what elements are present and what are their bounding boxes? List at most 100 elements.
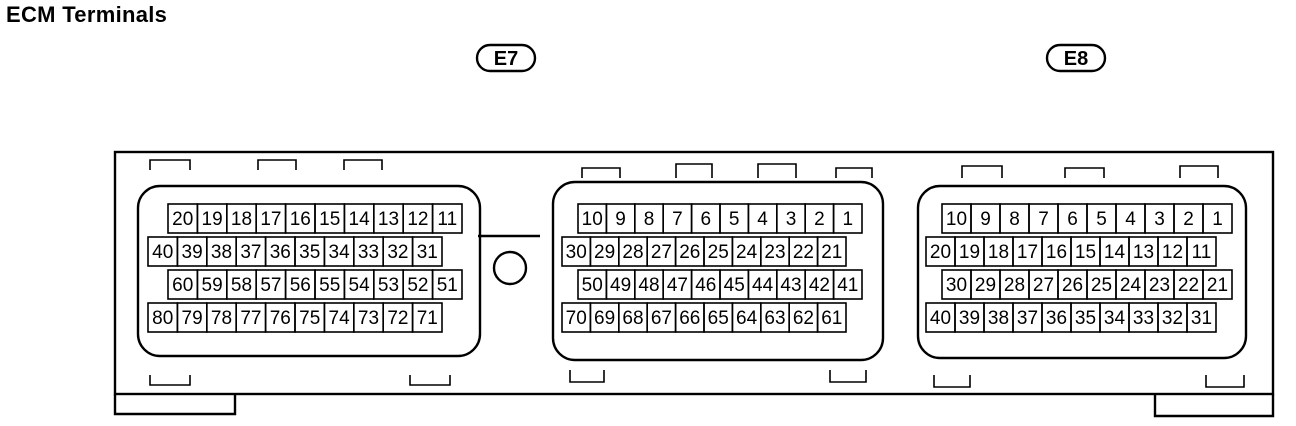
terminal-number: 3 bbox=[786, 209, 797, 230]
terminal-number: 51 bbox=[437, 275, 458, 296]
terminal-number: 20 bbox=[930, 242, 951, 263]
ecm-housing bbox=[113, 150, 1275, 418]
terminal-number: 6 bbox=[701, 209, 712, 230]
terminal-number: 15 bbox=[319, 209, 340, 230]
terminal-number: 16 bbox=[1046, 242, 1067, 263]
terminal-number: 30 bbox=[946, 275, 967, 296]
terminal-number: 12 bbox=[1162, 242, 1183, 263]
terminal-number: 53 bbox=[378, 275, 399, 296]
terminal-number: 67 bbox=[651, 308, 672, 329]
terminal-number: 16 bbox=[290, 209, 311, 230]
terminal-number: 24 bbox=[736, 242, 758, 263]
terminal-number: 4 bbox=[757, 209, 768, 230]
terminal-number: 9 bbox=[980, 209, 991, 230]
terminal-number: 45 bbox=[724, 275, 745, 296]
terminal-number: 5 bbox=[729, 209, 740, 230]
terminal-cell bbox=[411, 236, 443, 267]
terminal-number: 6 bbox=[1067, 209, 1078, 230]
terminal-number: 23 bbox=[1149, 275, 1170, 296]
terminal-number: 29 bbox=[594, 242, 615, 263]
terminal-number: 78 bbox=[211, 308, 232, 329]
terminal-number: 70 bbox=[566, 308, 587, 329]
terminal-number: 68 bbox=[622, 308, 643, 329]
terminal-number: 56 bbox=[290, 275, 311, 296]
terminal-number: 3 bbox=[1154, 209, 1165, 230]
terminal-number: 37 bbox=[240, 242, 261, 263]
terminal-number: 63 bbox=[764, 308, 785, 329]
terminal-number: 23 bbox=[764, 242, 785, 263]
terminal-number: 28 bbox=[622, 242, 643, 263]
terminal-number: 29 bbox=[975, 275, 996, 296]
terminal-number: 21 bbox=[1207, 275, 1228, 296]
terminal-number: 48 bbox=[638, 275, 659, 296]
terminal-number: 36 bbox=[1046, 308, 1067, 329]
terminal-number: 1 bbox=[1212, 209, 1223, 230]
connector-shell bbox=[916, 184, 1248, 360]
terminal-number: 46 bbox=[695, 275, 716, 296]
diagram-title: ECM Terminals bbox=[6, 2, 168, 27]
terminal-number: 76 bbox=[270, 308, 291, 329]
terminal-number: 39 bbox=[959, 308, 980, 329]
terminal-number: 30 bbox=[566, 242, 587, 263]
terminal-number: 1 bbox=[843, 209, 854, 230]
terminal-number: 35 bbox=[1075, 308, 1096, 329]
terminal-number: 59 bbox=[202, 275, 223, 296]
terminal-number: 38 bbox=[988, 308, 1009, 329]
terminal-number: 66 bbox=[679, 308, 700, 329]
terminal-number: 71 bbox=[417, 308, 438, 329]
terminal-number: 19 bbox=[202, 209, 223, 230]
terminal-number: 27 bbox=[651, 242, 672, 263]
terminal-number: 44 bbox=[752, 275, 774, 296]
label-e7: E7 bbox=[475, 43, 537, 73]
terminal-cell bbox=[1202, 203, 1233, 234]
connector-shell bbox=[551, 180, 885, 362]
terminal-number: 50 bbox=[582, 275, 603, 296]
terminal-number: 10 bbox=[946, 209, 967, 230]
terminal-number: 14 bbox=[349, 209, 371, 230]
terminal-number: 5 bbox=[1096, 209, 1107, 230]
terminal-number: 58 bbox=[231, 275, 252, 296]
terminal-number: 31 bbox=[1191, 308, 1212, 329]
terminal-number: 21 bbox=[821, 242, 842, 263]
terminal-number: 9 bbox=[615, 209, 626, 230]
terminal-number: 11 bbox=[1192, 242, 1212, 263]
terminal-number: 40 bbox=[152, 242, 173, 263]
terminal-number: 17 bbox=[1017, 242, 1038, 263]
terminal-number: 7 bbox=[1038, 209, 1049, 230]
terminal-number: 74 bbox=[329, 308, 351, 329]
terminal-number: 13 bbox=[1133, 242, 1154, 263]
mounting-hole bbox=[492, 250, 528, 286]
terminal-number: 33 bbox=[358, 242, 379, 263]
label-e8-text: E8 bbox=[1064, 48, 1088, 70]
terminal-number: 8 bbox=[1009, 209, 1020, 230]
terminal-number: 79 bbox=[182, 308, 203, 329]
terminal-cell bbox=[1186, 302, 1217, 333]
terminal-number: 32 bbox=[387, 242, 408, 263]
terminal-number: 13 bbox=[378, 209, 399, 230]
terminal-cell bbox=[431, 203, 463, 234]
terminal-number: 20 bbox=[172, 209, 193, 230]
terminal-number: 19 bbox=[959, 242, 980, 263]
terminal-number: 33 bbox=[1133, 308, 1154, 329]
terminal-number: 25 bbox=[1091, 275, 1112, 296]
terminal-number: 31 bbox=[417, 242, 438, 263]
terminal-number: 36 bbox=[270, 242, 291, 263]
terminal-number: 2 bbox=[1183, 209, 1194, 230]
terminal-number: 25 bbox=[708, 242, 729, 263]
terminal-number: 34 bbox=[1104, 308, 1126, 329]
connector-shell bbox=[136, 184, 482, 358]
terminal-number: 43 bbox=[780, 275, 801, 296]
terminal-number: 14 bbox=[1104, 242, 1126, 263]
terminal-cell bbox=[1186, 236, 1217, 267]
terminal-number: 2 bbox=[814, 209, 825, 230]
terminal-number: 8 bbox=[644, 209, 655, 230]
terminal-number: 7 bbox=[672, 209, 683, 230]
terminal-number: 18 bbox=[988, 242, 1009, 263]
terminal-cell bbox=[411, 302, 443, 333]
terminal-number: 18 bbox=[231, 209, 252, 230]
terminal-cell bbox=[832, 203, 863, 234]
terminal-number: 39 bbox=[182, 242, 203, 263]
terminal-number: 52 bbox=[407, 275, 428, 296]
terminal-number: 11 bbox=[437, 209, 457, 230]
